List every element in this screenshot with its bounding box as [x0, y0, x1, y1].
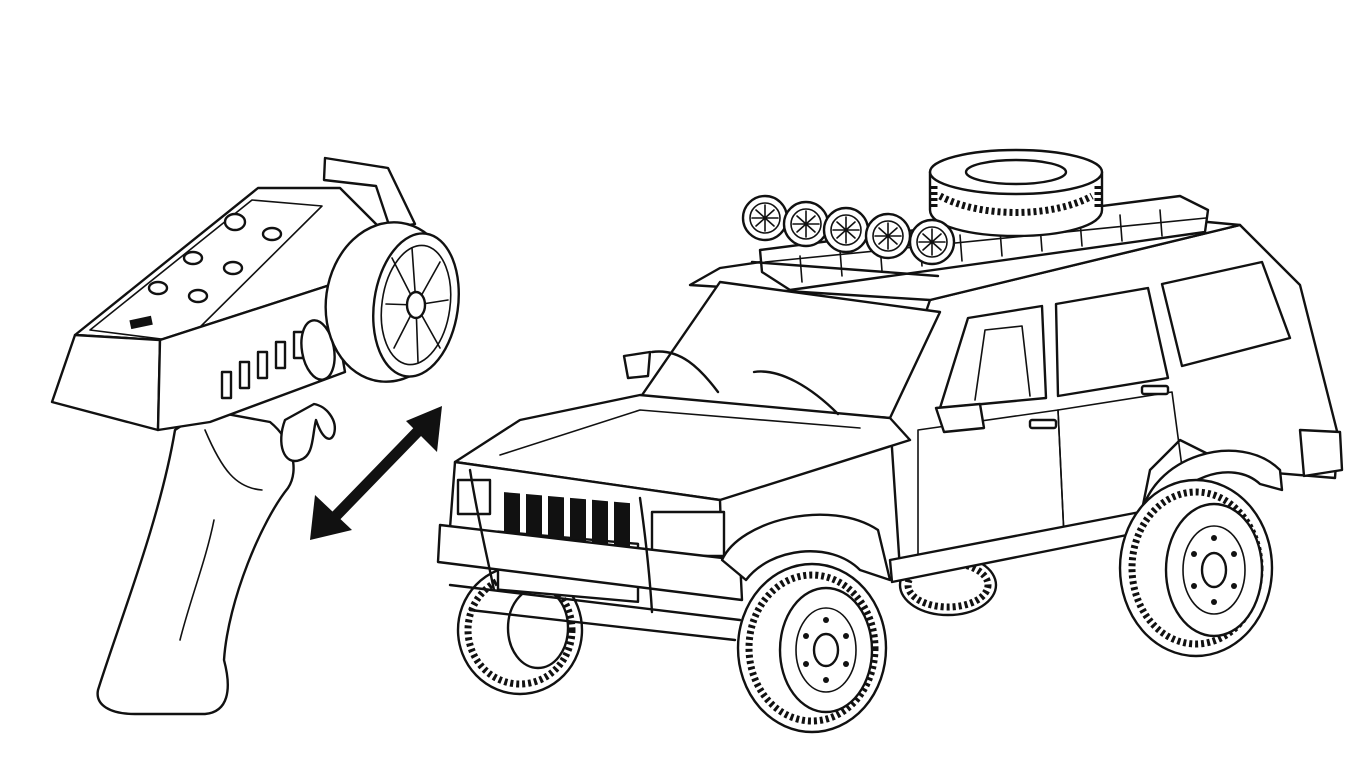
windshield — [638, 280, 942, 420]
bull-bar-left — [468, 468, 496, 592]
rc-suv-crawler-icon — [436, 148, 1344, 734]
seat-outline — [974, 325, 1031, 401]
axle-bar — [468, 608, 737, 642]
rear-near-wheel — [1118, 478, 1274, 658]
rc-transmitter-icon — [50, 156, 460, 716]
side-mirror — [934, 402, 986, 434]
button-panel — [89, 199, 323, 343]
grip-seam — [204, 429, 263, 491]
skid-bar — [448, 583, 742, 622]
arrow-head-up — [406, 406, 442, 452]
door-handle-front — [1028, 418, 1058, 430]
roof-lamps — [741, 194, 956, 278]
side-vents — [220, 330, 305, 400]
power-switch — [129, 315, 153, 330]
front-near-wheel — [736, 562, 888, 734]
throttle-trigger — [280, 402, 336, 463]
double-arrow-icon — [310, 406, 442, 540]
door-handle-rear — [1140, 384, 1170, 396]
arrow-head-down — [310, 495, 352, 540]
grip-handle — [96, 408, 295, 716]
front-fender-flare — [720, 513, 892, 582]
wiper-left — [650, 350, 720, 394]
spare-tire — [928, 148, 1104, 238]
side-windows — [938, 260, 1292, 410]
control-buttons — [147, 212, 283, 304]
bull-bar-right — [638, 496, 654, 614]
headlight-right — [650, 510, 726, 558]
pillar-light — [622, 350, 652, 380]
steering-hub — [405, 290, 427, 320]
tail-light — [1298, 428, 1344, 478]
rear-door — [1057, 391, 1189, 537]
wiper-right — [752, 370, 840, 416]
front-bumper — [436, 523, 744, 602]
hood-crease — [499, 409, 861, 456]
body-front-face — [50, 333, 162, 432]
grip-contour — [179, 519, 215, 641]
